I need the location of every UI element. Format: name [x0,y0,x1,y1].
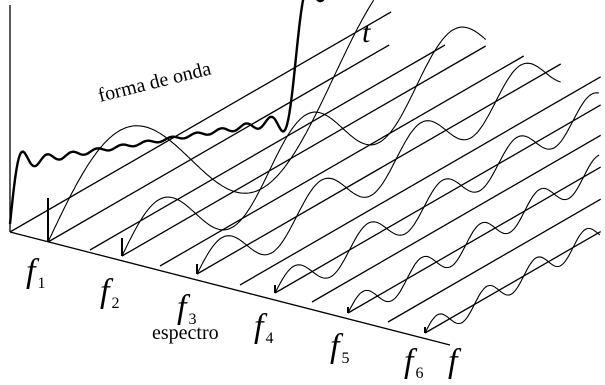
time-ruling-origin [9,11,392,233]
harmonic-subscript: 6 [415,365,423,382]
harmonic-ticks [47,198,426,333]
time-ruling [347,166,601,314]
harmonic-wave-3 [196,62,561,275]
harmonic-subscript: 1 [37,275,45,292]
harmonic-wave-2 [121,26,487,257]
harmonic-subscript: 5 [341,350,349,367]
time-ruling [159,55,525,267]
time-ruling [89,44,446,251]
time-ruling [47,44,390,243]
time-ruling [239,76,601,286]
time-ruling [274,104,601,294]
frequency-axis [9,231,451,346]
time-ruling [121,45,487,257]
waveform-label: forma de onda [96,58,214,107]
harmonic-subscript: 4 [265,330,273,347]
time-ruling [387,198,601,323]
harmonic-subscript: 3 [188,311,196,328]
time-axis-label: t [362,16,371,49]
harmonic-wave-6 [424,227,601,334]
harmonic-subscript: 2 [111,295,119,312]
harmonic-wave-5 [347,154,600,314]
time-ruling [424,231,601,334]
frequency-axis-label: f [448,343,462,380]
harmonic-wave-4 [274,92,599,294]
time-rulings [9,11,601,334]
time-ruling [196,63,562,275]
composite-waveform [8,0,325,225]
harmonic-wave-1 [47,0,375,243]
spectrum-label: espectro [152,322,219,344]
harmonic-waves [47,0,601,334]
time-ruling [311,134,601,303]
